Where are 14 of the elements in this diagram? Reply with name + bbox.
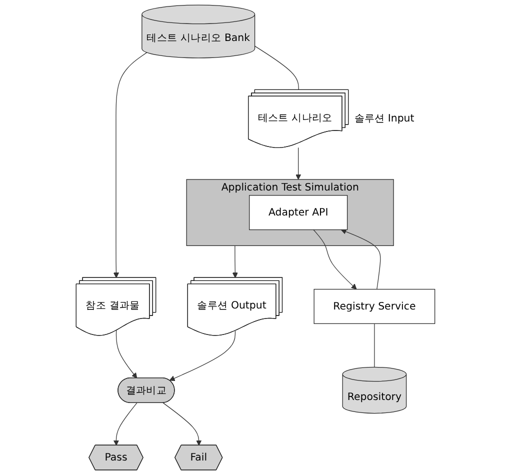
node-box: Registry Service — [314, 288, 436, 324]
arrow — [232, 245, 238, 278]
arrow — [340, 229, 381, 290]
arrow — [116, 330, 138, 378]
connector — [254, 46, 299, 90]
arrow — [113, 402, 138, 446]
arrow — [296, 147, 302, 180]
node-label: 솔루션 Input — [354, 113, 414, 124]
arrow — [113, 52, 148, 278]
arrow — [162, 402, 202, 446]
connector — [374, 323, 375, 368]
arrow — [169, 330, 236, 381]
arrow — [313, 229, 357, 290]
node-box: Adapter API — [249, 195, 348, 230]
